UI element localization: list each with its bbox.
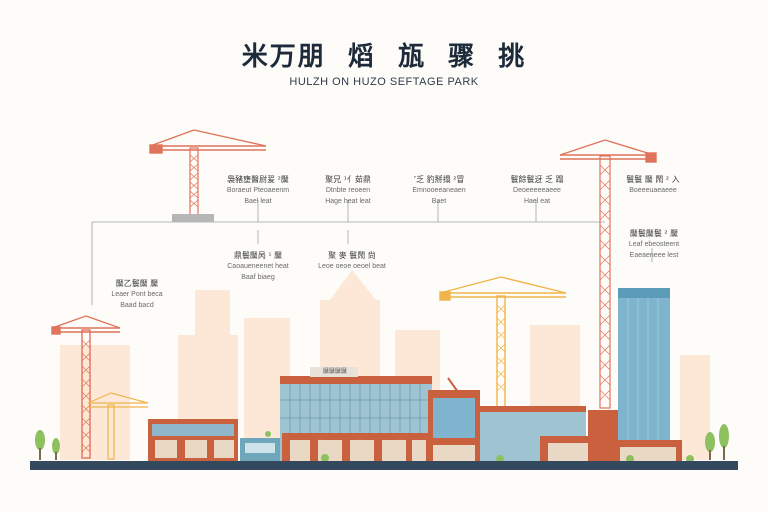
building-mid-right: [428, 377, 480, 462]
callout-3-en1: Emnooeeaneaen: [412, 187, 466, 194]
callout-4: 鬟餘鬟迓 乏 蹋 Deoeeeeeaeee Hael eat: [494, 174, 580, 207]
callout-5-cn: 鼎鬟黶呙 ¹ 黶: [233, 251, 283, 260]
callout-4-en1: Deoeeeeeaeee: [513, 187, 561, 194]
callout-3: ’乏 豹掰搨 ²冒 Emnooeeaneaen Baet: [396, 174, 482, 207]
callout-1: 裊豬壅醫尉爰 ²黶 Boraeut Pteoaeenm Bael leat: [212, 174, 304, 207]
tower-crane-1: [149, 129, 267, 222]
building-small-blue: [240, 438, 280, 461]
callout-6-cn: 聚 麥 鬟鬧 尙: [328, 251, 376, 260]
callout-8: 鬟鬟 黶 鬧 ² 入 Boeeeuaeaeee: [610, 174, 696, 196]
building-left: [148, 419, 238, 461]
callout-9: 黶鬟黶鬟 ² 黶 Leaf ebeosteent Eaeaeneee lest: [612, 228, 696, 261]
callout-8-en1: Boeeeuaeaeee: [629, 187, 677, 194]
callout-5-en2: Baaf biaeg: [241, 274, 275, 281]
callout-5-en1: Caoaueneenet heat: [227, 263, 289, 270]
callout-9-en1: Leaf ebeosteent: [628, 241, 680, 248]
callout-3-cn: ’乏 豹掰搨 ²冒: [413, 175, 465, 184]
callout-2-cn: 聚兄 ¹亻茹鼎: [325, 175, 371, 184]
tower-crane-4: [51, 315, 121, 459]
callout-6: 聚 麥 鬟鬧 尙 Leoe oeoe oeoel beat: [306, 250, 398, 272]
callout-4-cn: 鬟餘鬟迓 乏 蹋: [510, 175, 564, 184]
callout-1-en1: Boraeut Pteoaeenm: [226, 187, 290, 194]
building-central: [280, 367, 432, 462]
tower-crane-2: [559, 139, 657, 409]
callout-7-en2: Baad bacd: [120, 302, 154, 309]
callout-2: 聚兄 ¹亻茹鼎 Dtnbte reoeen Hage heat leat: [306, 174, 390, 207]
callout-9-en2: Eaeaeneee lest: [629, 252, 679, 259]
page-subtitle: HULZH ON HUZO SEFTAGE PARK: [289, 76, 479, 88]
callout-2-en1: Dtnbte reoeen: [325, 187, 371, 194]
ground: [30, 461, 738, 470]
callout-7-cn: 黶乙鬟黶 黶: [115, 279, 159, 288]
building-right: [480, 406, 600, 462]
tower-crane-5: [87, 392, 149, 460]
callout-7-en1: Leaer Pont beca: [111, 291, 163, 298]
page-title: 米万朋 ​​ 熖 ​​ 瓬 ​​ 骤 ​​ 挑: [241, 42, 527, 72]
callout-4-en2: Hael eat: [523, 198, 551, 205]
tower-crane-3: [439, 276, 567, 409]
callout-1-cn: 裊豬壅醫尉爰 ²黶: [227, 175, 289, 184]
callout-2-en2: Hage heat leat: [325, 198, 371, 205]
callout-8-cn: 鬟鬟 黶 鬧 ² 入: [626, 175, 680, 184]
glass-tower: [588, 288, 682, 462]
callout-lines: [91, 200, 653, 305]
callout-1-en2: Bael leat: [244, 198, 272, 205]
callout-3-en2: Baet: [431, 198, 447, 205]
main-building-sign: 黶黶黶黶: [322, 368, 347, 375]
callout-5: 鼎鬟黶呙 ¹ 黶 Caoaueneenet heat Baaf biaeg: [212, 250, 304, 283]
callout-9-cn: 黶鬟黶鬟 ² 黶: [629, 229, 679, 238]
callout-6-en1: Leoe oeoe oeoel beat: [318, 263, 386, 270]
callout-7: 黶乙鬟黶 黶 Leaer Pont beca Baad bacd: [96, 278, 178, 311]
